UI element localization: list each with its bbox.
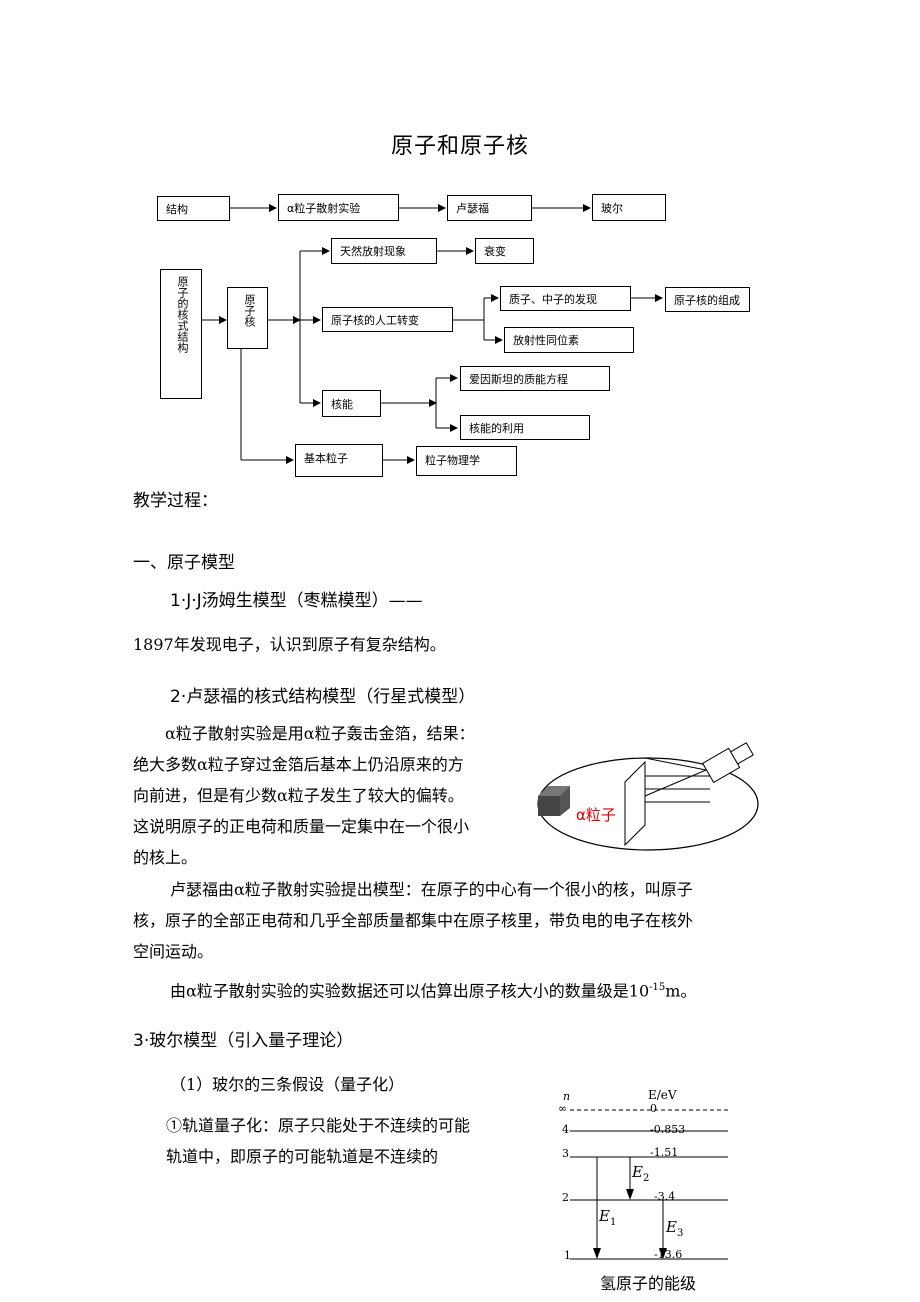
alpha-line-5: 的核上。 [133,848,198,867]
page-title: 原子和原子核 [390,134,529,159]
level-e-3: -1.51 [650,1146,679,1159]
box-rutherford: 卢瑟福 [447,195,532,221]
level-e-infinity: 0 [650,1102,657,1115]
transition-e2-label: E2 [632,1163,650,1184]
level-e-4: -0.853 [650,1123,686,1136]
box-elementary-particles: 基本粒子 [295,444,383,477]
level-e-1: -13.6 [654,1248,683,1261]
model-line-1: 卢瑟福由α粒子散射实验提出模型：在原子的中心有一个很小的核，叫原子 [170,880,693,899]
box-nuclear-composition: 原子核的组成 [665,287,750,312]
nucleus-size-exponent: -15 [649,982,666,993]
alpha-line-2: 绝大多数α粒子穿过金箔后基本上仍沿原来的方 [133,755,464,774]
teaching-process-heading: 教学过程： [133,491,218,511]
box-discovery: 质子、中子的发现 [500,286,631,311]
alpha-line-3: 向前进，但是有少数α粒子发生了较大的偏转。 [133,786,464,805]
box-nuclear-energy: 核能 [322,390,381,417]
thomson-heading: 1·J·J汤姆生模型（枣糕模型）—— [170,591,423,611]
flowchart-lines [202,204,663,464]
level-n-1: 1 [564,1249,571,1262]
energy-axis-label: E/eV [648,1088,677,1102]
box-isotopes: 放射性同位素 [504,327,634,353]
orbit-quantization-paragraph: ①轨道量子化：原子只能处于不连续的可能 轨道中，即原子的可能轨道是不连续的 [166,1110,546,1172]
bohr-heading: 3·玻尔模型（引入量子理论） [133,1031,354,1051]
energy-diagram-caption: 氢原子的能级 [600,1274,697,1293]
level-n-4: 4 [562,1123,569,1136]
box-energy-use: 核能的利用 [460,415,590,440]
box-alpha-experiment: α粒子散射实验 [278,194,399,221]
box-nucleus: 原子核 [227,287,268,349]
box-atom-structure: 原子的核式结构 [160,269,202,399]
circled-one: ① [166,1116,183,1135]
rutherford-model-paragraph: 卢瑟福由α粒子散射实验提出模型：在原子的中心有一个很小的核，叫原子 核，原子的全… [133,874,793,967]
rutherford-heading: 2·卢瑟福的核式结构模型（行星式模型） [170,687,476,707]
alpha-particle-label: α粒子 [576,806,616,824]
nucleus-size-text: 由α粒子散射实验的实验数据还可以估算出原子核大小的数量级是10-15m。 [170,972,696,1006]
nucleus-size-unit: m。 [665,981,697,1001]
box-bohr: 玻尔 [592,194,666,221]
box-natural-radioactivity: 天然放射现象 [331,238,437,264]
scattering-drawing [537,742,759,851]
level-n-3: 3 [562,1147,569,1160]
box-structure: 结构 [157,196,230,221]
bohr-postulates-heading: （1）玻尔的三条假设（量子化） [170,1075,405,1094]
level-n-infinity: ∞ [558,1102,568,1115]
thomson-text: 1897年发现电子，认识到原子有复杂结构。 [133,635,446,654]
transition-e3-label: E3 [666,1218,684,1239]
box-decay: 衰变 [475,238,534,264]
model-line-3: 空间运动。 [133,942,214,961]
level-n-2: 2 [562,1191,569,1204]
nucleus-size-main: 由α粒子散射实验的实验数据还可以估算出原子核大小的数量级是10 [170,981,650,1001]
box-artificial-transmutation: 原子核的人工转变 [322,307,453,332]
alpha-line-1: α粒子散射实验是用α粒子轰击金箔，结果： [165,724,475,743]
alpha-line-4: 这说明原子的正电荷和质量一定集中在一个很小 [133,817,470,836]
transition-e1-label: E1 [599,1207,617,1228]
box-einstein: 爱因斯坦的质能方程 [460,366,610,391]
alpha-paragraph: α粒子散射实验是用α粒子轰击金箔，结果： 绝大多数α粒子穿过金箔后基本上仍沿原来… [133,718,533,873]
level-e-2: -3.4 [654,1190,676,1203]
box-particle-physics: 粒子物理学 [416,446,517,476]
orbit-line-1: 轨道量子化：原子只能处于不连续的可能 [182,1116,471,1135]
n-axis-label: n [563,1090,571,1103]
model-line-2: 核，原子的全部正电荷和几乎全部质量都集中在原子核里，带负电的电子在核外 [133,911,694,930]
orbit-line-2: 轨道中，即原子的可能轨道是不连续的 [166,1147,439,1166]
section-atom-model: 一、原子模型 [133,553,235,573]
